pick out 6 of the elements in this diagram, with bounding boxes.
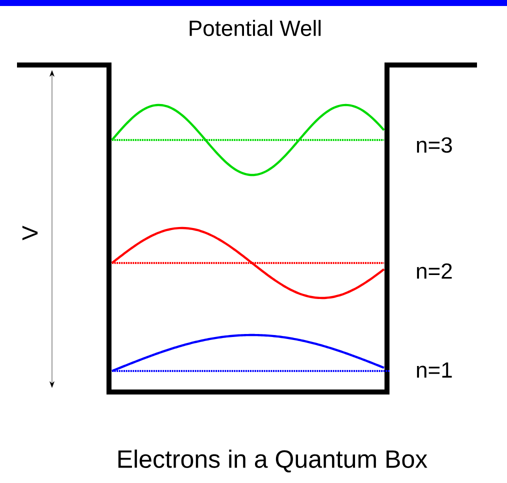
level-label: n=3 [417, 137, 452, 153]
caption: Electrons in a Quantum Box [118, 450, 428, 472]
axis-label: V [22, 226, 38, 240]
level-label: n=2 [417, 263, 452, 279]
title: Potential Well [190, 20, 321, 36]
level-label: n=1 [417, 362, 452, 378]
